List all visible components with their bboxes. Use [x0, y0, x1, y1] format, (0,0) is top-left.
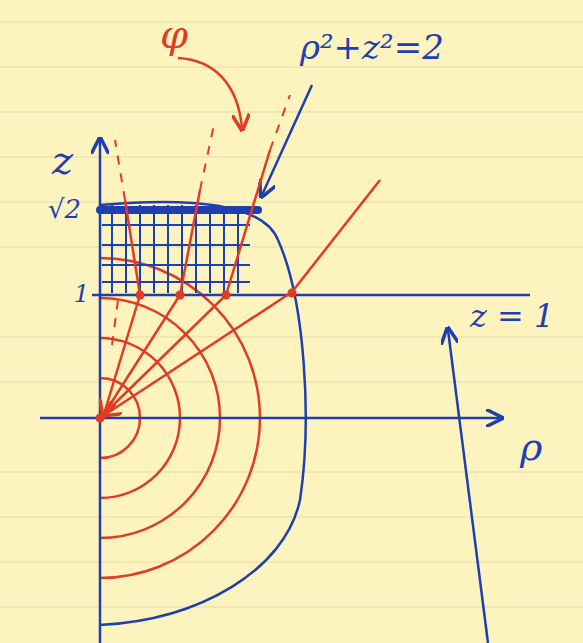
paper-rules [0, 22, 583, 607]
red-rays [104, 150, 380, 414]
axis-label: ρ [520, 428, 542, 466]
pointer-arrow [448, 330, 488, 643]
points [96, 289, 297, 423]
curve-pointer [262, 85, 312, 195]
angle-label: φ [160, 14, 188, 54]
rho-axis [40, 417, 500, 420]
sphere-equation: ρ²+z²=2 [300, 30, 444, 64]
axis-value: √2 [48, 196, 81, 222]
plane-z1 [92, 294, 530, 297]
plane-equation: z = 1 [470, 300, 554, 332]
axis-value: 1 [74, 282, 89, 306]
z-axis [99, 140, 102, 643]
dashed-rays [112, 95, 290, 345]
phi-arrow [178, 58, 242, 128]
hatching [102, 205, 250, 293]
blue-region [100, 202, 306, 625]
z-sqrt2-bar [100, 206, 258, 214]
axis-label: z [52, 140, 73, 180]
